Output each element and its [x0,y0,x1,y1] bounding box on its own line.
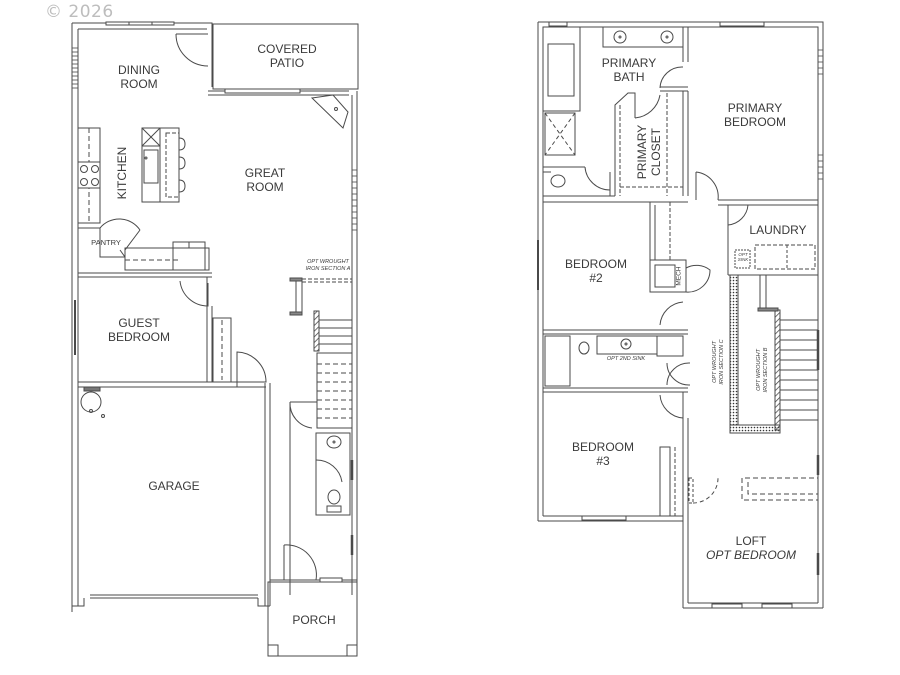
first-floor-plan [72,22,358,656]
room-label-pantry: PANTRY [91,238,121,247]
copyright-watermark: © 2026 [45,2,114,22]
room-label-bedroom-3: BEDROOM#3 [571,440,635,468]
note-opt-2nd-sink: OPT 2ND SINK [606,356,646,362]
second-floor-plan [538,22,823,608]
room-label-laundry: LAUNDRY [749,223,807,237]
room-label-loft-opt-bedroom: OPT BEDROOM [705,548,797,562]
room-label-garage: GARAGE [148,479,200,493]
room-label-kitchen: KITCHEN [115,146,129,200]
room-label-bedroom-2: BEDROOM#2 [564,257,628,285]
room-label-mech: MECH [675,266,683,286]
room-label-loft: LOFT [735,534,767,548]
room-label-porch: PORCH [292,613,336,627]
